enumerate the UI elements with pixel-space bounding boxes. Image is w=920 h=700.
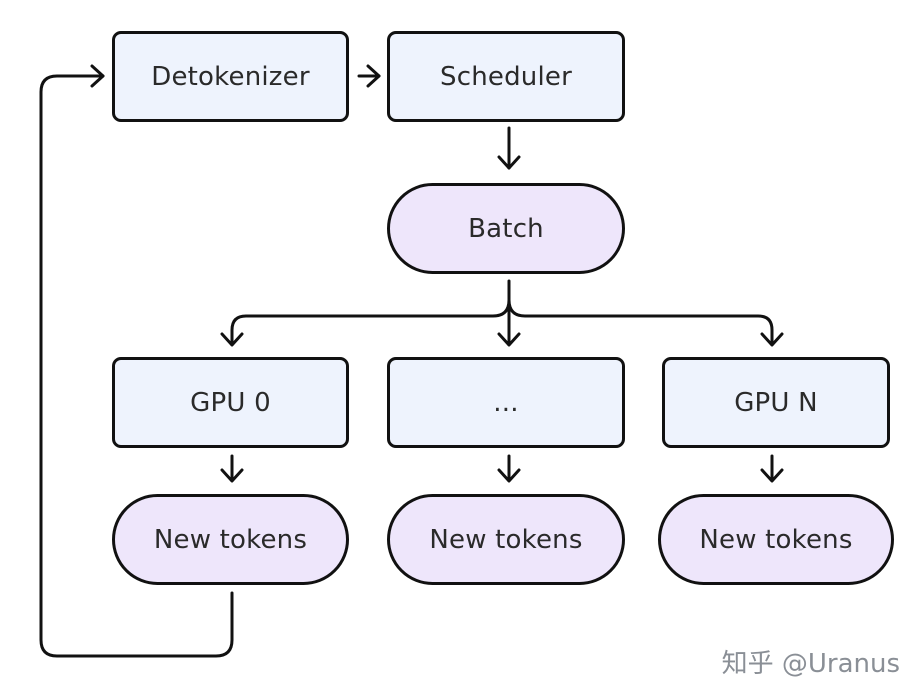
new-tokens-n-node: New tokens (658, 494, 894, 585)
gpu-ellipsis-label: ... (493, 387, 519, 418)
detokenizer-label: Detokenizer (151, 61, 310, 92)
arrow-gpun-to-tokens (760, 454, 784, 483)
watermark: 知乎 @Uranus (721, 649, 900, 679)
new-tokens-0-label: New tokens (153, 524, 308, 555)
scheduler-label: Scheduler (440, 61, 572, 92)
new-tokens-n-label: New tokens (699, 524, 853, 555)
arrow-detokenizer-to-scheduler (357, 64, 381, 88)
new-tokens-0-node: New tokens (112, 494, 349, 585)
new-tokens-mid-label: New tokens (429, 524, 583, 555)
scheduler-node: Scheduler (387, 31, 625, 122)
detokenizer-node: Detokenizer (112, 31, 349, 122)
gpu-0-label: GPU 0 (190, 387, 271, 418)
arrow-gpu0-to-tokens (220, 454, 244, 483)
batch-node: Batch (387, 183, 625, 274)
arrow-feedback-loop (39, 64, 234, 658)
batch-label: Batch (468, 213, 544, 244)
gpu-n-label: GPU N (734, 387, 818, 418)
gpu-n-node: GPU N (662, 357, 890, 448)
arrow-batch-to-gpus (220, 279, 784, 347)
gpu-0-node: GPU 0 (112, 357, 349, 448)
arrow-scheduler-to-batch (497, 126, 521, 170)
arrow-gpumid-to-tokens (497, 454, 521, 483)
new-tokens-mid-node: New tokens (387, 494, 625, 585)
gpu-ellipsis-node: ... (387, 357, 625, 448)
